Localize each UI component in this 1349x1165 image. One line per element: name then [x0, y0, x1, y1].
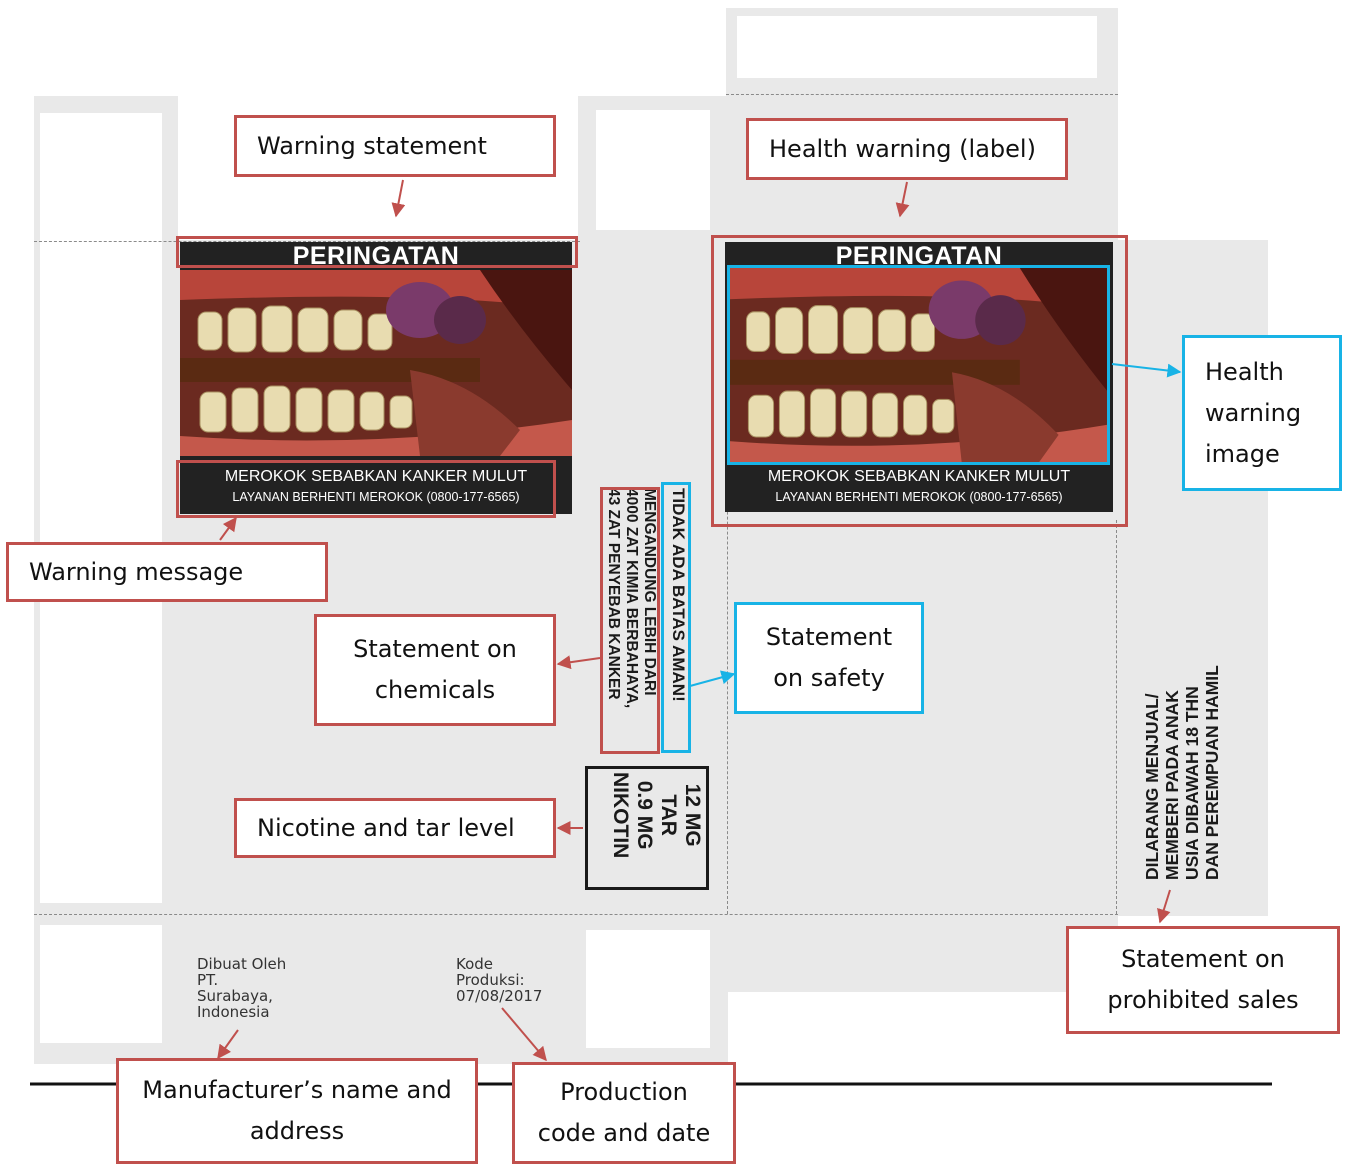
production-line-3: 07/08/2017 — [456, 987, 543, 1005]
arrow-warning-statement — [391, 179, 406, 218]
manufacturer-line-4: Indonesia — [197, 1003, 270, 1021]
callout-manufacturer-line-2: address — [249, 1117, 345, 1145]
callout-production-code: Production code and date — [512, 1062, 736, 1164]
back-warning-block: PERINGATAN — [725, 242, 1113, 512]
warning-statement-highlight — [176, 236, 578, 268]
back-warning-message: MEROKOK SEBABKAN KANKER MULUT — [767, 468, 1071, 485]
callout-manufacturer-line-1: Manufacturer’s name and — [142, 1076, 452, 1105]
bottom-front-panel — [178, 914, 578, 1064]
middle-cutout-top — [596, 110, 710, 230]
fold-line-top-right — [726, 94, 1118, 95]
arrow-chemicals — [556, 655, 601, 670]
callout-nicotine-tar-text: Nicotine and tar level — [257, 813, 515, 842]
middle-cutout-bottom — [586, 930, 710, 1048]
arrow-health-warning-image — [1111, 363, 1182, 378]
production-line-1: Kode — [456, 955, 494, 973]
manufacturer-line-2: PT. — [197, 971, 219, 989]
arrow-safety — [689, 670, 736, 687]
mouth-photo-illustration — [729, 268, 1109, 462]
callout-health-warning-label: Health warning (label) — [746, 118, 1068, 180]
fold-line-mid — [727, 242, 728, 914]
callout-chemicals-line-1: Statement on — [353, 635, 517, 664]
back-warning-service: LAYANAN BERHENTI MEROKOK (0800-177-6565) — [775, 490, 1063, 504]
left-flap-cutout-top — [40, 113, 162, 903]
front-warning-service: LAYANAN BERHENTI MEROKOK (0800-177-6565) — [232, 490, 520, 504]
callout-warning-message: Warning message — [6, 542, 328, 602]
callout-statement-on-safety: Statement on safety — [734, 602, 924, 714]
callout-production-line-2: code and date — [537, 1119, 711, 1147]
callout-prohibited-line-2: prohibited sales — [1107, 986, 1299, 1014]
back-health-warning-photo — [729, 268, 1109, 462]
mouth-photo-illustration — [180, 270, 572, 456]
callout-health-warning-image-line-2: warning — [1205, 398, 1302, 427]
callout-health-warning-image: Health warning image — [1182, 335, 1342, 491]
health-warning-image-highlight — [727, 265, 1110, 465]
top-flap-cutout — [737, 16, 1097, 78]
arrow-manufacturer — [217, 1029, 239, 1060]
callout-health-warning-image-line-3: image — [1205, 439, 1280, 468]
callout-nicotine-tar-level: Nicotine and tar level — [234, 798, 556, 858]
arrow-warning-message — [219, 516, 237, 541]
production-line-2: Produksi: — [456, 971, 525, 989]
callout-production-line-1: Production — [560, 1078, 688, 1107]
manufacturer-line-3: Surabaya, — [197, 987, 273, 1005]
arrow-health-warning-label — [895, 181, 910, 218]
warning-message-highlight — [176, 460, 556, 518]
manufacturer-text: Dibuat Oleh PT. Surabaya, Indonesia — [197, 956, 286, 1020]
callout-statement-on-chemicals: Statement on chemicals — [314, 614, 556, 726]
front-warning-block: PERINGATAN — [180, 242, 572, 514]
manufacturer-line-1: Dibuat Oleh — [197, 955, 287, 973]
fold-line-right — [1116, 520, 1117, 914]
callout-prohibited-sales: Statement on prohibited sales — [1066, 926, 1340, 1034]
callout-warning-message-text: Warning message — [29, 557, 244, 586]
callout-safety-line-2: on safety — [773, 664, 885, 692]
callout-prohibited-line-1: Statement on — [1121, 945, 1285, 974]
safety-highlight — [661, 482, 691, 753]
health-warning-label-highlight — [711, 235, 1128, 527]
front-health-warning-photo — [180, 270, 572, 456]
arrow-prohibited-sales — [1157, 889, 1171, 924]
front-warning-message: MEROKOK SEBABKAN KANKER MULUT — [224, 468, 528, 485]
fold-line-top-left — [34, 241, 580, 242]
fold-line-bottom — [34, 914, 1118, 915]
chemicals-highlight — [600, 487, 660, 754]
callout-safety-line-1: Statement — [765, 623, 893, 652]
callout-health-warning-image-line-1: Health — [1205, 357, 1284, 386]
callout-manufacturer: Manufacturer’s name and address — [116, 1058, 478, 1164]
nicotine-tar-box — [585, 766, 709, 890]
middle-side-panel — [578, 96, 728, 1064]
left-flap-cutout-bottom — [40, 925, 162, 1043]
callout-chemicals-line-2: chemicals — [374, 676, 496, 704]
callout-warning-statement-label: Warning statement — [257, 131, 487, 160]
callout-health-warning-label-text: Health warning (label) — [769, 134, 1036, 163]
production-code-text: Kode Produksi: 07/08/2017 — [456, 956, 542, 1004]
callout-warning-statement: Warning statement — [234, 115, 556, 177]
arrow-production-code — [501, 1007, 547, 1062]
